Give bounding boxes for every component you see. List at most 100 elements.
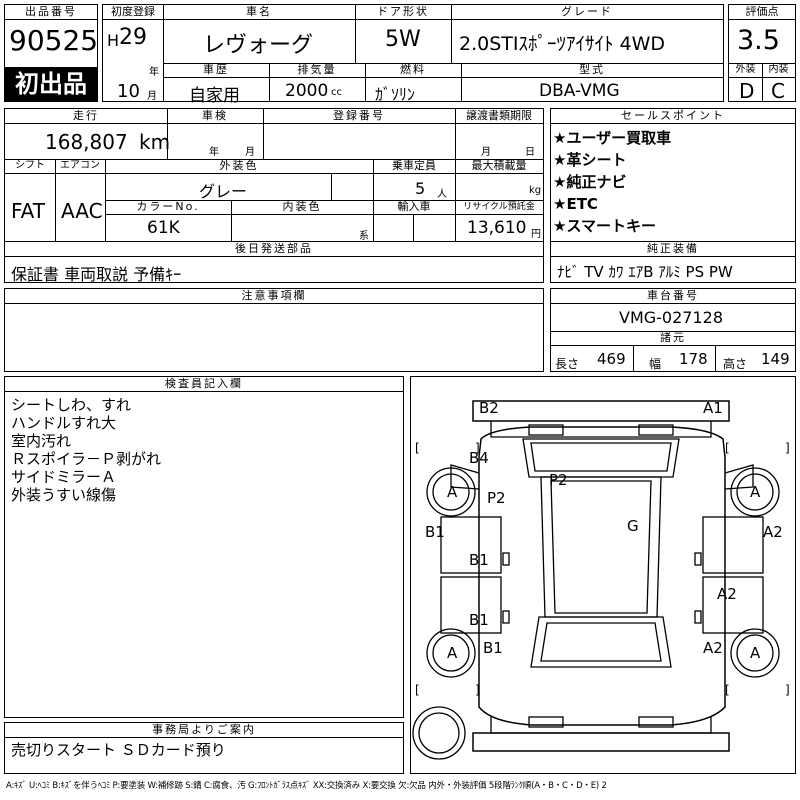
diagram-label: A2 (717, 585, 737, 603)
tire-grade: A (447, 483, 458, 501)
transfer-day-unit: 日 (525, 147, 535, 158)
grade: 2.0STIｽﾎﾟｰﾂｱｲｻｲﾄ 4WD (459, 33, 666, 55)
height: 149 (761, 350, 790, 368)
diagram-label: A2 (763, 523, 783, 541)
year-unit: 年 (149, 67, 159, 78)
mileage-header: 走行 (5, 109, 167, 124)
max-load-header: 最大積載量 (455, 159, 543, 174)
ext-color: グレー (199, 182, 248, 201)
height-label: 高さ (723, 357, 748, 371)
car-diagram (412, 400, 780, 760)
capacity-header: 乗車定員 (373, 159, 455, 174)
lot-box: 出品番号 90525 初出品 (4, 4, 98, 102)
sales-point-item: ★スマートキー (553, 217, 656, 235)
tire-grade: A (750, 483, 761, 501)
legend-footer: A:ｷｽﾞ U:ﾍｺﾐ B:ｷｽﾞを伴うﾍｺﾐ P:要塗装 W:補修跡 S:錆 … (6, 781, 607, 791)
model-code: DBA-VMG (539, 81, 620, 101)
tire-grade: A (750, 644, 761, 662)
inspector-header: 検査員記入欄 (5, 377, 403, 392)
office-notice: 売切りスタート ＳＤカード預り (11, 741, 226, 759)
inspector-item: ハンドルすれ大 (11, 414, 117, 432)
shift-header: シフト (5, 159, 55, 174)
sales-point-item: ★純正ナビ (553, 173, 627, 191)
int-color-header: 内装色 (231, 200, 373, 215)
transfer-header: 譲渡書類期限 (455, 109, 543, 124)
score-box: 評価点 3.5 外装 内装 D C (728, 4, 796, 103)
int-score: C (771, 79, 785, 103)
sales-points-list: ★ユーザー買取車 ★革シート ★純正ナビ ★ETC ★スマートキー (553, 127, 671, 237)
bracket: [ (725, 683, 730, 697)
recycle: 13,610 (467, 218, 527, 238)
bracket: ] (475, 441, 480, 455)
inspection-header: 車検 (167, 109, 263, 124)
displacement: 2000 (285, 81, 329, 101)
sales-points-box: セールスポイント ★ユーザー買取車 ★革シート ★純正ナビ ★ETC ★スマート… (550, 108, 796, 242)
recycle-unit: 円 (531, 229, 541, 240)
diagram-label: A1 (703, 399, 723, 417)
chassis-header: 車台番号 (551, 289, 795, 304)
bracket: [ (415, 683, 420, 697)
aircon-header: エアコン (55, 159, 105, 174)
first-reg-month: 10 (117, 81, 140, 102)
history-header: 車歴 (163, 63, 269, 78)
recycle-header: リサイクル預託金 (455, 200, 543, 215)
diagram-label: P2 (487, 489, 506, 507)
color-no-header: カラーNo. (105, 200, 231, 215)
inspection-year-unit: 年 (209, 147, 219, 158)
diagram-label: A2 (703, 639, 723, 657)
bracket: [ (415, 441, 420, 455)
doors: 5W (385, 27, 421, 52)
office-header: 事務局よりご案内 (5, 723, 403, 738)
later-parts-header: 後日発送部品 (5, 242, 543, 257)
score-value: 3.5 (737, 25, 780, 56)
notes-box: 注意事項欄 (4, 288, 544, 372)
later-parts-box: 後日発送部品 保証書 車両取説 予備ｷｰ (4, 241, 544, 284)
sales-points-header: セールスポイント (551, 109, 795, 124)
chassis-box: 車台番号 VMG-027128 諸元 長さ 469 幅 178 高さ 149 (550, 288, 796, 372)
equipment-box: 純正装備 ﾅﾋﾞ TV ｶﾜ ｴｱB ｱﾙﾐ PS PW (550, 241, 796, 283)
length-label: 長さ (555, 357, 580, 371)
mileage: 168,807 (45, 130, 128, 154)
first-listing-badge: 初出品 (5, 67, 97, 101)
inspector-item: 室内汚れ (11, 432, 72, 450)
sales-point-item: ★革シート (553, 151, 627, 169)
ext-header: 外装 (729, 63, 762, 78)
grade-header: グレード (451, 5, 723, 20)
bracket: [ (725, 441, 730, 455)
int-header: 内装 (762, 63, 795, 78)
fuel-header: 燃料 (365, 63, 461, 78)
max-load-unit: kg (529, 185, 542, 196)
inspection-month-unit: 月 (245, 147, 255, 158)
bracket: ] (785, 683, 790, 697)
chassis: VMG-027128 (619, 308, 723, 327)
equipment-header: 純正装備 (551, 242, 795, 257)
month-unit: 月 (147, 91, 157, 102)
displacement-unit: cc (331, 87, 342, 98)
diagram-label: B1 (469, 611, 489, 629)
diagram-label: G (627, 517, 639, 535)
fuel: ｶﾞｿﾘﾝ (375, 85, 416, 104)
capacity-unit: 人 (437, 189, 447, 200)
import-header: 輸入車 (373, 200, 455, 215)
reg-no-header: 登録番号 (263, 109, 455, 124)
capacity: 5 (415, 179, 426, 198)
inspector-item: Ｒスポイラ－Ｐ剥がれ (11, 450, 162, 468)
diagram-label: P2 (549, 471, 568, 489)
inspector-box: 検査員記入欄 シートしわ、すれ ハンドルすれ大 室内汚れ Ｒスポイラ－Ｐ剥がれ … (4, 376, 404, 718)
ext-color-header: 外装色 (105, 159, 373, 174)
sales-point-item: ★ユーザー買取車 (553, 129, 672, 147)
damage-diagram-box: B2 A1 B4 P2 P2 G B1 A2 B1 A2 B1 B1 A2 A … (410, 376, 796, 774)
diagram-label: B2 (479, 399, 499, 417)
model-code-header: 型式 (461, 63, 723, 78)
office-box: 事務局よりご案内 売切りスタート ＳＤカード預り (4, 722, 404, 774)
inspector-item: シートしわ、すれ (11, 396, 132, 414)
vehicle-detail-box: 走行 車検 登録番号 譲渡書類期限 168,807 km 年 月 月 日 シフト… (4, 108, 544, 242)
width-label: 幅 (649, 357, 662, 371)
first-reg-header: 初度登録 (103, 5, 163, 20)
lot-number: 90525 (9, 24, 99, 57)
diagram-label: B1 (483, 639, 503, 657)
int-color-suffix: 系 (359, 231, 369, 242)
equipment: ﾅﾋﾞ TV ｶﾜ ｴｱB ｱﾙﾐ PS PW (557, 263, 733, 281)
displacement-header: 排気量 (269, 63, 365, 78)
ext-score: D (739, 79, 755, 103)
